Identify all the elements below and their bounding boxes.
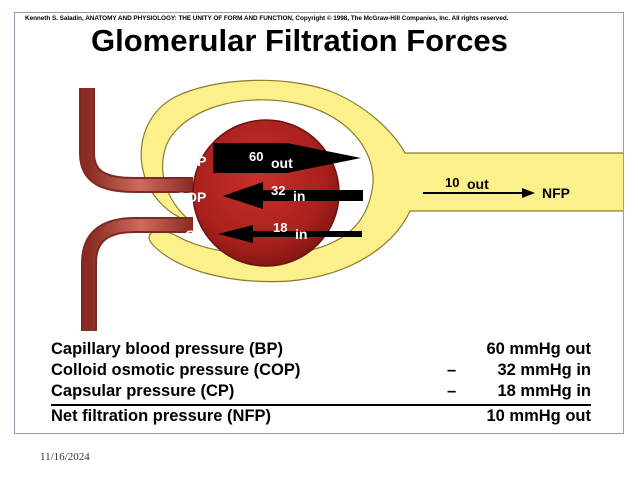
summary-label: Net filtration pressure (NFP) (51, 407, 272, 425)
summary-divider (51, 404, 591, 406)
summary-row-bp: Capillary blood pressure (BP) 60 mmHg ou… (51, 340, 591, 361)
bp-value: 60 (249, 149, 263, 164)
nfp-arrow (423, 188, 535, 198)
summary-value: 32 mmHg in (497, 361, 591, 379)
pressure-summary-table: Capillary blood pressure (BP) 60 mmHg ou… (51, 340, 591, 428)
cp-label: CP (185, 227, 204, 243)
footer-date: 11/16/2024 (40, 451, 90, 463)
arterioles (79, 88, 193, 331)
cop-direction: in (293, 188, 305, 204)
summary-label: Capillary blood pressure (BP) (51, 340, 283, 358)
summary-row-cp: Capsular pressure (CP) – 18 mmHg in (51, 382, 591, 403)
cp-value: 18 (273, 220, 287, 235)
bowmans-capsule (140, 79, 623, 283)
cp-direction: in (295, 226, 307, 242)
copyright-notice: Kenneth S. Saladin, ANATOMY AND PHYSIOLO… (25, 15, 509, 22)
summary-label: Colloid osmotic pressure (COP) (51, 361, 301, 379)
nfp-direction: out (467, 176, 489, 192)
summary-value: 10 mmHg out (486, 407, 591, 425)
summary-label: Capsular pressure (CP) (51, 382, 235, 400)
cop-label: COP (176, 189, 206, 205)
summary-sign: – (447, 361, 457, 379)
glomerulus-diagram: BP 60 out COP 32 in CP 18 in 10 out NFP (79, 79, 623, 331)
bp-arrow (213, 143, 361, 173)
slide-frame: Kenneth S. Saladin, ANATOMY AND PHYSIOLO… (14, 12, 624, 434)
summary-row-nfp: Net filtration pressure (NFP) 10 mmHg ou… (51, 407, 591, 428)
bp-direction: out (271, 155, 293, 171)
summary-value: 60 mmHg out (486, 340, 591, 358)
slide-title: Glomerular Filtration Forces (91, 23, 508, 58)
summary-row-cop: Colloid osmotic pressure (COP) – 32 mmHg… (51, 361, 591, 382)
summary-value: 18 mmHg in (497, 382, 591, 400)
nfp-value: 10 (445, 175, 459, 190)
cop-value: 32 (271, 183, 285, 198)
bp-label: BP (187, 153, 206, 169)
nfp-label: NFP (542, 185, 570, 201)
summary-sign: – (447, 382, 457, 400)
cp-arrow (218, 225, 362, 243)
cop-arrow (223, 182, 363, 209)
